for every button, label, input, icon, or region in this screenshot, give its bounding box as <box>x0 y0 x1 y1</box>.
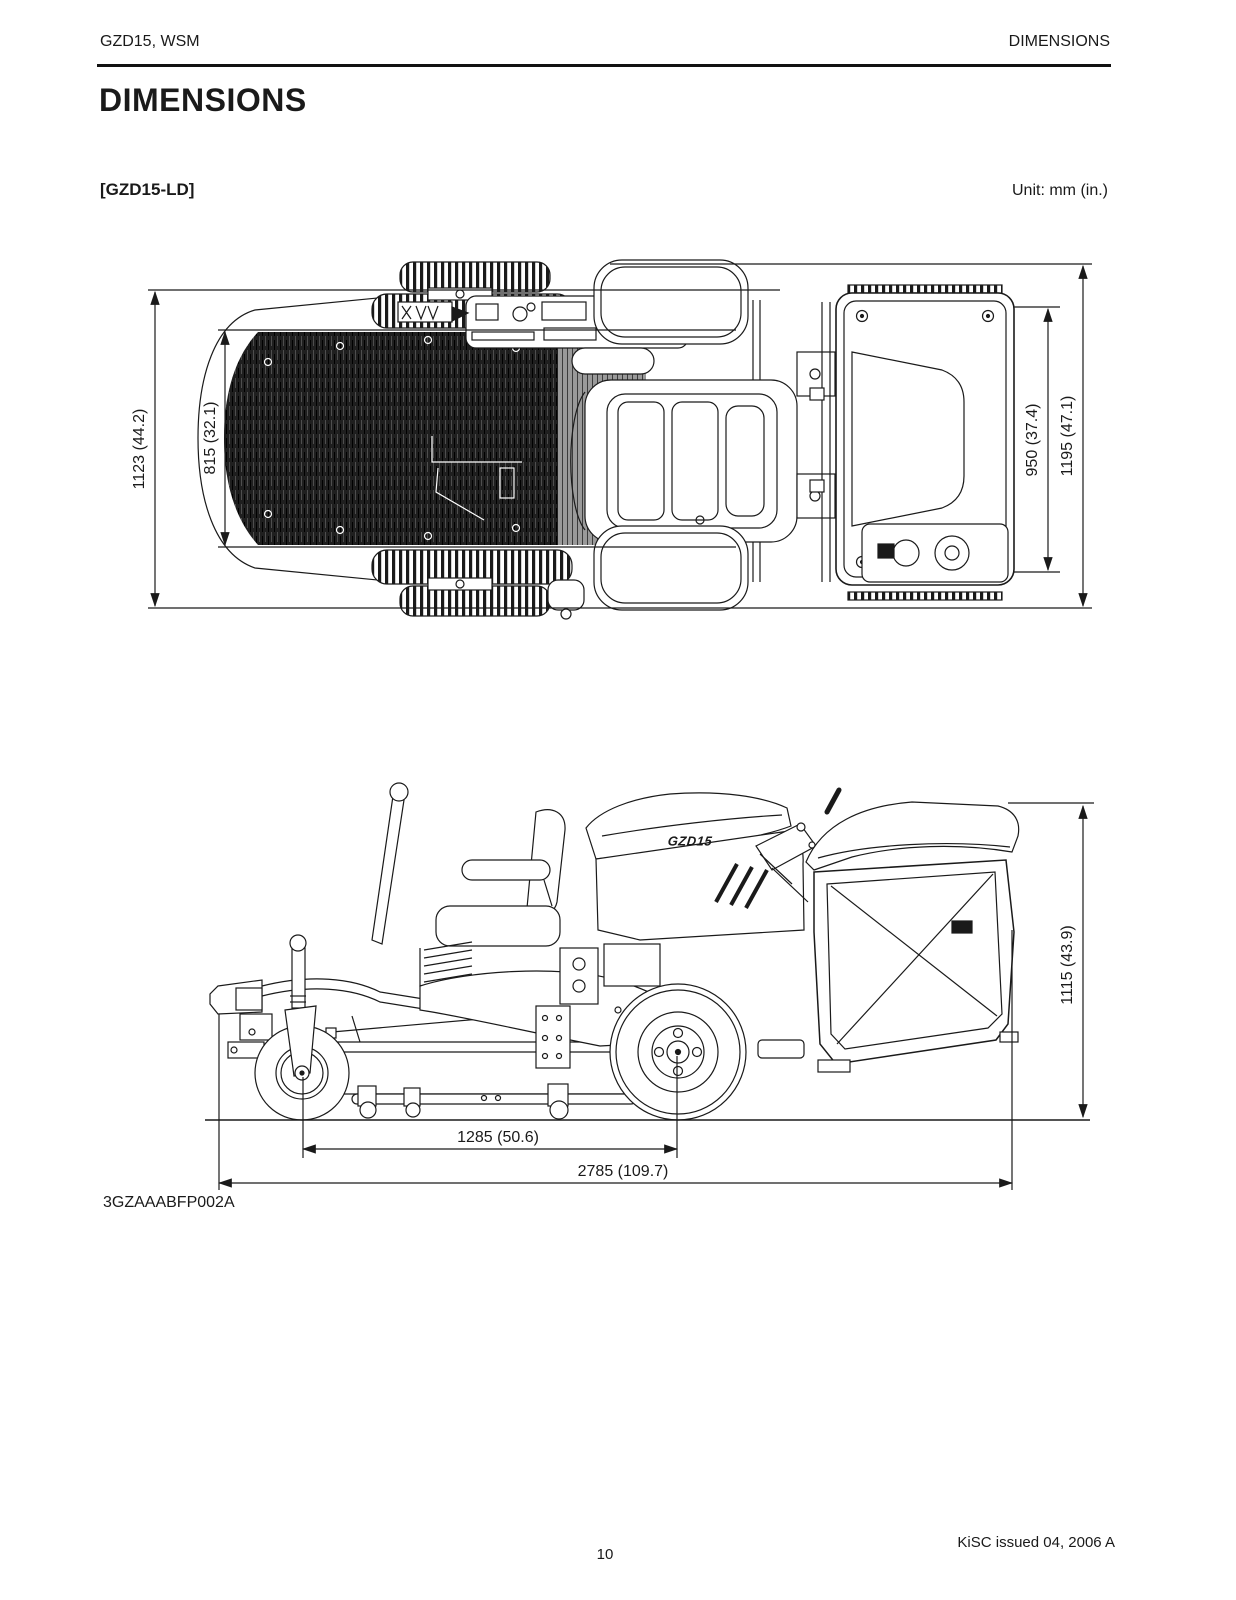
top-view-dimension-lines <box>148 263 1092 609</box>
rear-panel-top <box>547 523 1009 620</box>
seat-top <box>570 379 798 543</box>
dim-wheelbase-label: 1285 (50.6) <box>457 1129 539 1146</box>
dim-overall-length-label: 2785 (109.7) <box>577 1163 669 1180</box>
engine-hood <box>535 792 805 1069</box>
dim-overall-height-label: 1115 (43.9) <box>1059 925 1076 1005</box>
frame-rail <box>209 978 648 1059</box>
header-rule <box>97 64 1111 67</box>
engine-area-top <box>796 351 836 519</box>
header-section: DIMENSIONS <box>1008 33 1110 50</box>
grass-catcher-top <box>809 284 1015 601</box>
unit-note: Unit: mm (in.) <box>1012 182 1108 199</box>
page-title: DIMENSIONS <box>99 82 307 118</box>
dim-overall-width-catcher-label: 1195 (47.1) <box>1059 395 1076 477</box>
rear-wheel-side <box>609 983 747 1121</box>
front-caster-side <box>254 1005 350 1121</box>
dim-overall-width-label: 1123 (44.2) <box>131 408 148 490</box>
footer-issue-note: KiSC issued 04, 2006 A <box>957 1534 1115 1551</box>
top-view-drawing <box>148 259 1092 620</box>
figure-code: 3GZAAABFP002A <box>103 1194 235 1211</box>
hood-logo: GZD15 <box>667 833 713 849</box>
page-number: 10 <box>596 1546 614 1563</box>
side-view-drawing <box>205 782 1094 1190</box>
side-view-dimension-lines <box>205 802 1094 1190</box>
dim-deck-width-label: 815 (32.1) <box>202 401 219 475</box>
dim-catcher-width-label: 950 (37.4) <box>1024 403 1041 477</box>
grass-catcher-side <box>647 787 1020 1073</box>
header-doc-title: GZD15, WSM <box>100 33 200 50</box>
model-variant-label: [GZD15-LD] <box>100 180 195 199</box>
